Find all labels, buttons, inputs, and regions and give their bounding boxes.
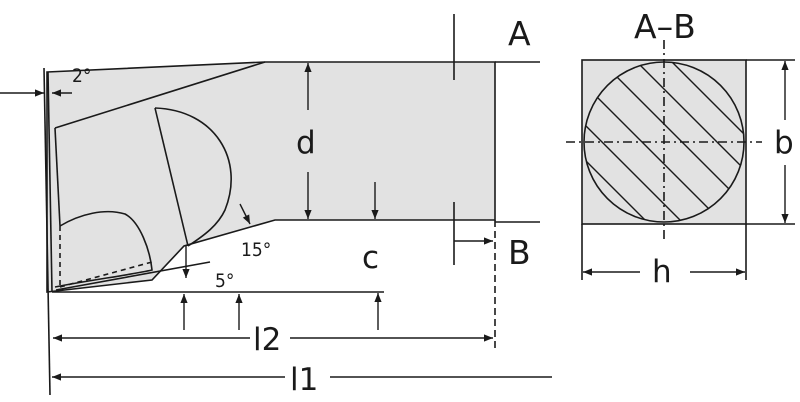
side-dimensions [0, 63, 552, 381]
tool-body [46, 61, 496, 293]
cutting-tip [54, 210, 153, 288]
clearance-line [55, 261, 211, 291]
label-dim-l1: l1 [290, 362, 318, 398]
tip-hidden-edge-2 [59, 261, 153, 288]
label-dim-d: d [296, 125, 316, 161]
label-section-view: A–B [634, 7, 696, 46]
section-dimensions [583, 61, 789, 276]
front-face-line [47, 71, 53, 293]
section-view [566, 40, 795, 280]
label-section-b: B [508, 233, 531, 272]
angle-15-arrow [239, 203, 251, 225]
head-flank [54, 127, 61, 227]
side-view [43, 14, 540, 396]
label-angle-2: 2° [72, 65, 91, 87]
label-angle-15: 15° [241, 239, 271, 261]
label-angle-5: 5° [215, 270, 234, 292]
label-dim-c: c [362, 240, 379, 276]
label-dim-l2: l2 [253, 322, 281, 358]
insert-diagonal [154, 107, 189, 247]
label-section-a: A [508, 14, 531, 53]
front-reference-line [43, 67, 51, 396]
head-top-edge [54, 61, 266, 129]
insert-seat [154, 107, 232, 247]
label-dim-h: h [652, 254, 672, 290]
label-dim-b: b [774, 125, 794, 161]
